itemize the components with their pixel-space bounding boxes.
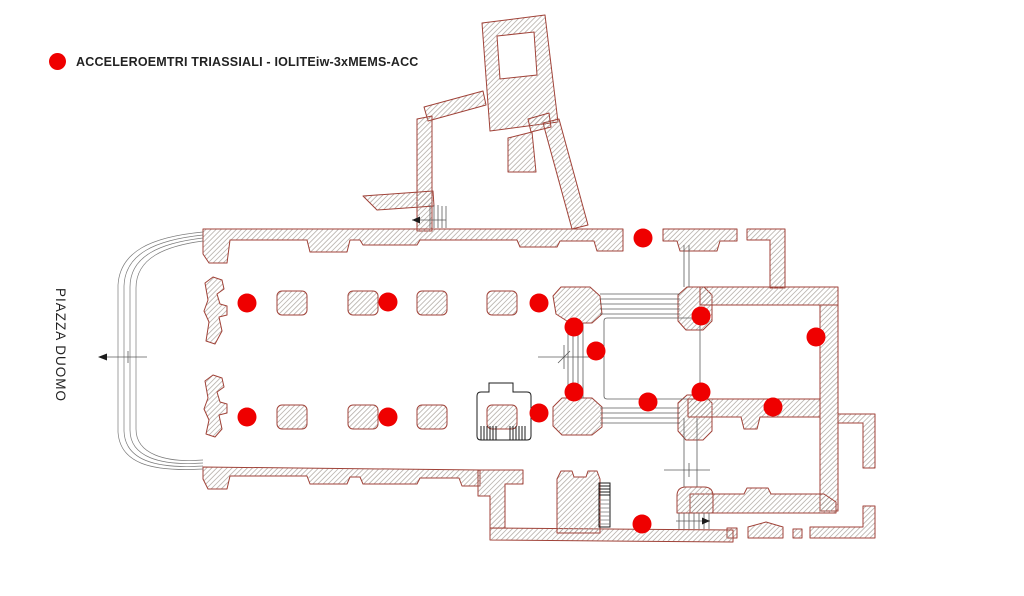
accelerometer-legend-marker: [49, 53, 66, 70]
accelerometer-sensor-dot: [691, 306, 711, 326]
street-label: PIAZZA DUOMO: [53, 288, 68, 403]
accelerometer-sensor-dot: [378, 292, 398, 312]
bell-tower: [362, 14, 589, 232]
east-stairs-icon: [676, 513, 710, 529]
altar-cross-icon: [538, 345, 590, 369]
accelerometer-sensor-dot: [237, 407, 257, 427]
accelerometer-sensor-dot: [806, 327, 826, 347]
organ-enclosure: [476, 382, 532, 441]
accelerometer-sensor-dot: [529, 403, 549, 423]
east-wing: [662, 228, 876, 539]
legend-label: ACCELEROEMTRI TRIASSIALI - IOLITEiw-3xME…: [76, 54, 419, 69]
accelerometer-sensor-dot: [633, 228, 653, 248]
south-wing: [477, 469, 734, 543]
accelerometer-sensor-dot: [564, 317, 584, 337]
accelerometer-sensor-dot: [638, 392, 658, 412]
accelerometer-sensor-dot: [763, 397, 783, 417]
nave-pillars: [203, 276, 532, 441]
facade-steps: [98, 231, 204, 470]
accelerometer-sensor-dot: [586, 341, 606, 361]
accelerometer-sensor-dot: [691, 382, 711, 402]
accelerometer-sensor-dot: [632, 514, 652, 534]
chancel: [538, 286, 713, 441]
accelerometer-sensor-dot: [237, 293, 257, 313]
accelerometer-sensor-dot: [378, 407, 398, 427]
entrance-arrow-icon: [98, 351, 147, 363]
accelerometer-sensor-dot: [564, 382, 584, 402]
annex-stairs-icon: [412, 205, 447, 228]
south-stair-detail: [598, 482, 611, 528]
chancel-steps: [567, 293, 680, 424]
nave-walls: [202, 228, 624, 490]
legend: ACCELEROEMTRI TRIASSIALI - IOLITEiw-3xME…: [49, 53, 419, 70]
sensor-layer: [237, 228, 826, 534]
accelerometer-sensor-dot: [529, 293, 549, 313]
